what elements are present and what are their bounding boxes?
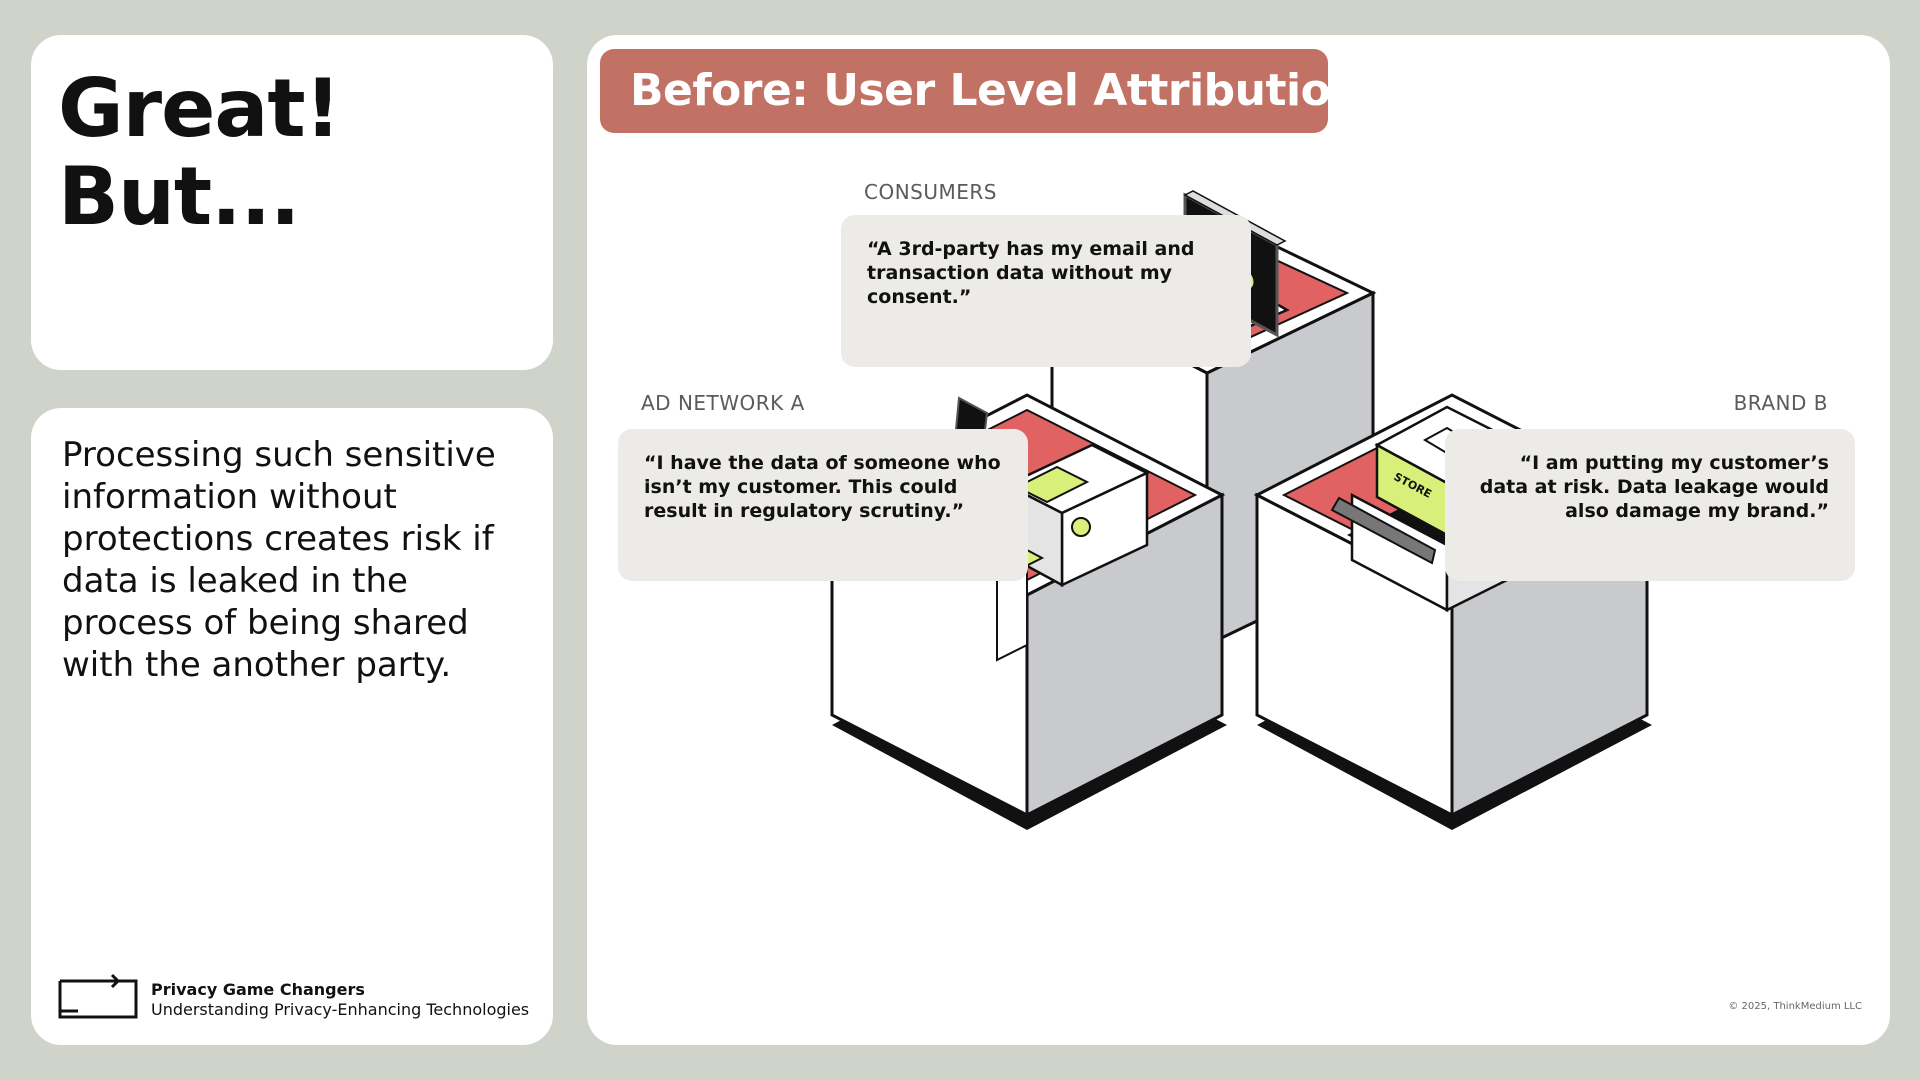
footer-title: Privacy Game Changers	[151, 980, 365, 999]
headline-line-1: Great!	[58, 62, 341, 155]
title-card: Great! But...	[31, 35, 553, 370]
main-card: $	[587, 35, 1890, 1045]
description-text: Processing such sensitive information wi…	[62, 435, 496, 685]
brand-label: BRAND B	[1733, 391, 1828, 415]
footer-subtitle: Understanding Privacy-Enhancing Technolo…	[151, 1000, 530, 1019]
ad-network-label: AD NETWORK A	[641, 391, 805, 415]
privacy-game-changers-logo-icon	[58, 973, 138, 1019]
headline-line-2: But...	[58, 150, 300, 243]
consumers-label: CONSUMERS	[864, 180, 997, 204]
headline: Great! But...	[58, 62, 341, 243]
brand-quote: “I am putting my customer’s data at risk…	[1445, 429, 1855, 581]
ad-network-quote: “I have the data of someone who isn’t my…	[618, 429, 1028, 581]
copyright-text: © 2025, ThinkMedium LLC	[1728, 1001, 1862, 1012]
description-card: Processing such sensitive information wi…	[31, 408, 553, 1045]
consumers-quote: “A 3rd-party has my email and transactio…	[841, 215, 1251, 367]
section-banner: Before: User Level Attribution	[600, 49, 1362, 133]
store-sign-text: STORE	[1392, 470, 1434, 501]
